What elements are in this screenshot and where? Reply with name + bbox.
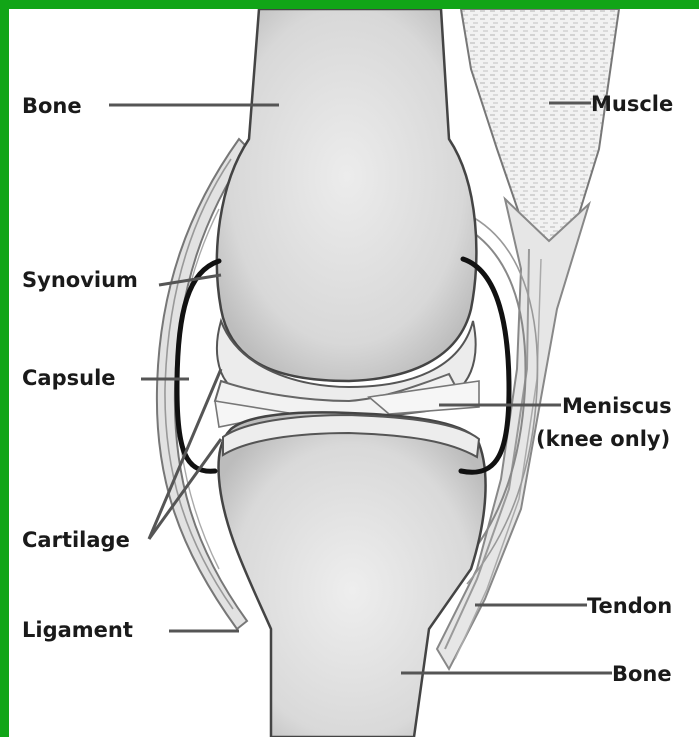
label-capsule: Capsule — [22, 366, 116, 390]
muscle — [461, 9, 619, 241]
diagram-panel: Bone Muscle Synovium Capsule Meniscus (k… — [9, 9, 699, 737]
label-bone-bottom: Bone — [612, 662, 672, 686]
label-cartilage: Cartilage — [22, 528, 130, 552]
label-muscle: Muscle — [591, 92, 673, 116]
label-meniscus: Meniscus — [562, 394, 672, 418]
label-ligament: Ligament — [22, 618, 133, 642]
bottom-bone — [219, 412, 486, 737]
top-bone — [217, 9, 476, 407]
joint-diagram: Bone Muscle Synovium Capsule Meniscus (k… — [9, 9, 699, 737]
label-bone-top: Bone — [22, 94, 82, 118]
label-meniscus-note: (knee only) — [536, 427, 670, 451]
label-tendon: Tendon — [587, 594, 672, 618]
label-synovium: Synovium — [22, 268, 138, 292]
